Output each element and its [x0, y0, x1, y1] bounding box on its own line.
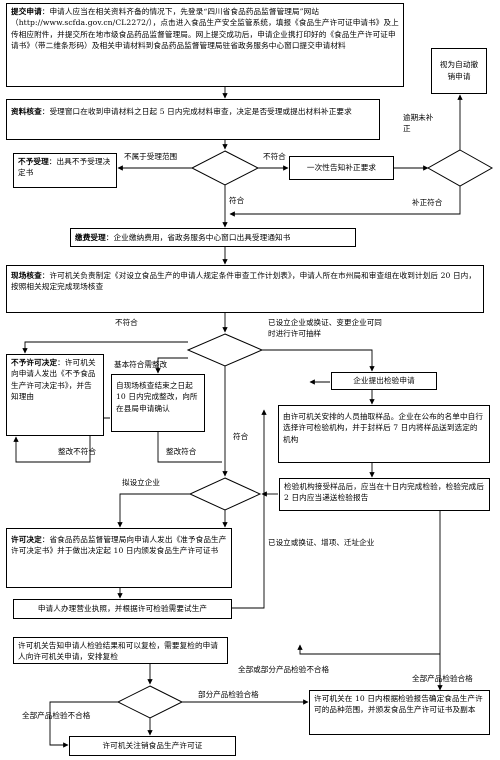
reject-license-text: ：许可机关向申请人发出《不予食品生产许可决定书》，并告知理由 — [11, 358, 96, 402]
arrow-rectify-conform — [157, 432, 222, 463]
label-supplement-conform: 补正符合 — [412, 198, 443, 207]
lab-test-box: 检验机构接受样品后，应当在十日内完成检验，检验完成后 2 日内应当递送检验报告 — [279, 478, 490, 511]
site-inspection-box: 现场核查：许可机关负责制定《对设立食品生产的申请人规定条件审查工作计划表》，申请… — [6, 265, 484, 313]
cancel-text: 许可机关注销食品生产许可证 — [102, 741, 203, 751]
submit-title: 提交申请 — [11, 7, 42, 16]
reject-accept-title: 不予受理 — [18, 157, 49, 166]
arrow-diamond3-reject — [22, 341, 188, 354]
review-title: 资料核查 — [11, 107, 42, 116]
fee-title: 缴费受理 — [75, 233, 106, 242]
arrow-diamond3-test — [262, 349, 375, 372]
enterprise-test-box: 企业提出检验申请 — [331, 372, 437, 390]
business-license-text: 申请人办理营业执照，并根据许可检验需要试生产 — [37, 604, 208, 614]
label-conform-2: 符合 — [233, 432, 249, 441]
label-established-change: 已设立或换证、增项、迁址企业 — [268, 538, 375, 547]
reject-license-title: 不予许可决定 — [11, 358, 58, 367]
label-already-established: 已设立企业或换证、变更企业可同时进行许可抽样 — [268, 318, 382, 338]
inspection-text: ：许可机关负责制定《对设立食品生产的申请人规定条件审查工作计划表》，申请人所在市… — [11, 271, 477, 292]
retest-notice-text: 许可机关告知申请人检验结果和可以复检，需要复检的申请人向许可机关申请，安排复检 — [18, 641, 219, 662]
reject-accept-text: ：出具不予受理决定书 — [18, 157, 111, 178]
decision-diamond-1 — [190, 150, 260, 186]
fee-text: ：企业缴纳费用，省政务服务中心窗口出具受理通知书 — [105, 233, 291, 242]
one-time-notice-text: 一次性告知补正要求 — [306, 163, 377, 173]
reject-accept-box: 不予受理：出具不予受理决定书 — [13, 153, 117, 188]
reject-license-box: 不予许可决定：许可机关向申请人发出《不予食品生产许可决定书》，并告知理由 — [6, 354, 104, 436]
one-time-notice-box: 一次性告知补正要求 — [289, 156, 394, 180]
review-text: ：受理窗口在收到申请材料之日起 5 日内完成材料审查，决定是否受理或提出材料补正… — [41, 107, 352, 116]
label-conform-1: 符合 — [229, 196, 245, 205]
lab-test-text: 检验机构接受样品后，应当在十日内完成检验，检验完成后 2 日内应当递送检验报告 — [284, 482, 485, 503]
inspection-title: 现场核查 — [11, 271, 42, 280]
arrow-fail-retest — [297, 644, 440, 655]
label-not-conform-2: 不符合 — [115, 318, 138, 327]
grant-license-box: 许可决定：省食品药品监督管理局向申请人发出《准予食品生产许可决定书》并于做出决定… — [6, 528, 232, 588]
decision-diamond-2 — [426, 149, 494, 187]
label-all-pass: 全部产品检验合格 — [412, 674, 473, 683]
grant-text: ：省食品药品监督管理局向申请人发出《准予食品生产许可决定书》并于做出决定起 10… — [11, 535, 227, 556]
label-rectify-not-conform: 整改不符合 — [58, 447, 96, 456]
fee-acceptance-box: 缴费受理：企业缴纳费用，省政务服务中心窗口出具受理通知书 — [70, 228, 356, 247]
material-review-box: 资料核查：受理窗口在收到申请材料之日起 5 日内完成材料审查，决定是否受理或提出… — [6, 99, 380, 140]
submit-application-box: 提交申请：申请人应当在相关资料齐备的情况下，先登录“四川省食品药品监督管理局”网… — [6, 3, 404, 87]
label-not-conform-1: 不符合 — [263, 152, 286, 161]
label-to-establish: 拟设立企业 — [122, 478, 160, 487]
revoked-text: 视为自动撤销申请 — [439, 59, 479, 81]
rectification-box: 自现场核查结束之日起 10 日内完成整改，向所在县局申请确认 — [111, 374, 205, 432]
business-license-box: 申请人办理营业执照，并根据许可检验需要试生产 — [13, 599, 232, 619]
label-all-fail: 全部产品检验不合格 — [22, 711, 91, 720]
arrow-business-test — [232, 409, 267, 609]
submit-text: ：申请人应当在相关资料齐备的情况下，先登录“四川省食品药品监督管理局”网站（ht… — [11, 7, 399, 51]
label-partial-pass: 部分产品检验合格 — [198, 690, 259, 699]
revoked-box: 视为自动撤销申请 — [431, 48, 487, 94]
overdue-label: 逾期未补 正 — [403, 113, 441, 133]
label-basic-conform: 基本符合需整改 — [114, 360, 168, 369]
decision-diamond-3 — [186, 333, 264, 367]
decision-diamond-5 — [116, 685, 184, 719]
decision-diamond-4 — [188, 477, 262, 511]
arrow-supplement-conform — [229, 186, 461, 217]
arrow-diamond5-cancel — [49, 701, 118, 748]
sampling-text: 由许可机关安排的人员抽取样品。企业在公布的名单中自行选择许可检验机构，并于封样后… — [283, 412, 484, 444]
arrow-diamond4-grant — [117, 493, 190, 528]
retest-notice-box: 许可机关告知申请人检验结果和可以复检，需要复检的申请人向许可机关申请，安排复检 — [13, 637, 228, 664]
label-not-in-scope: 不属于受理范围 — [124, 152, 178, 161]
enterprise-test-text: 企业提出检验申请 — [353, 376, 415, 386]
label-rectify-conform: 整改符合 — [166, 447, 197, 456]
label-all-or-partial-fail: 全部或部分产品检验不合格 — [238, 665, 330, 674]
final-decision-box: 许可机关在 10 日内根据检验报告确定食品生产许可的品种范围，并颁发食品生产许可… — [309, 690, 490, 735]
arrow-diamond3-rectify — [155, 357, 188, 374]
rectify-text: 自现场核查结束之日起 10 日内完成整改，向所在县局申请确认 — [116, 381, 198, 413]
final-decision-text: 许可机关在 10 日内根据检验报告确定食品生产许可的品种范围，并颁发食品生产许可… — [314, 694, 483, 715]
cancel-license-box: 许可机关注销食品生产许可证 — [69, 736, 236, 756]
grant-title: 许可决定 — [11, 535, 42, 544]
sampling-box: 由许可机关安排的人员抽取样品。企业在公布的名单中自行选择许可检验机构，并于封样后… — [278, 405, 490, 463]
